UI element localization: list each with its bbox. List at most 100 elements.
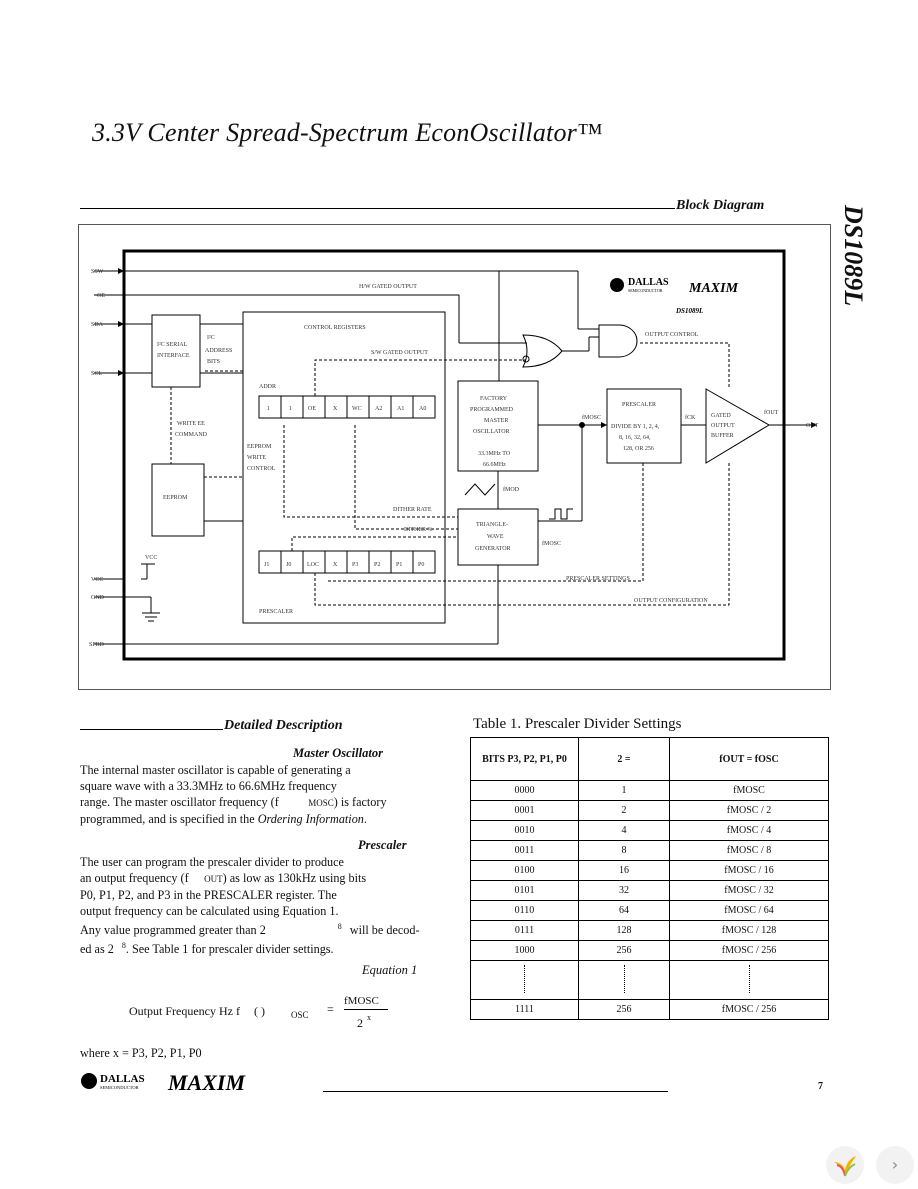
write-ee-1: WRITE EE	[177, 421, 205, 427]
table-header-row: BITS P3, P2, P1, P0 2 = fOUT = fOSC	[470, 737, 829, 781]
master-osc-paragraph: The internal master oscillator is capabl…	[80, 763, 387, 826]
dallas-logo-diagram: DALLAS SEMICONDUCTOR	[610, 277, 669, 293]
eeprom-write-1: EEPROM	[247, 444, 272, 450]
addr-label: ADDR	[259, 384, 276, 390]
page-number: 7	[818, 1081, 823, 1092]
detailed-heading: Detailed Description	[224, 718, 343, 733]
maxim-logo-diagram: MAXIM	[688, 281, 739, 296]
prescaler-paragraph: The user can program the prescaler divid…	[80, 855, 420, 957]
table-header: 2 =	[578, 737, 670, 781]
oscillator-box	[457, 380, 539, 472]
pre-bit-2: LOC	[307, 562, 319, 568]
fmod-label: fMOD	[503, 486, 520, 493]
prescaler-reg-label: PRESCALER	[259, 609, 293, 615]
footer-rule	[323, 1091, 668, 1092]
fmosc-small: fMOSC	[542, 540, 561, 547]
or-gate	[522, 334, 563, 368]
osc-line-2: PROGRAMMED	[470, 407, 514, 413]
triangle-3: GENERATOR	[475, 546, 511, 552]
where-line: where x = P3, P2, P1, P0	[80, 1046, 202, 1060]
hw-gated-label: H/W GATED OUTPUT	[359, 284, 417, 290]
equation-osc: OSC	[291, 1010, 309, 1020]
equation-numerator: fMOSC	[344, 995, 379, 1007]
chip-outline	[122, 249, 786, 661]
osc-line-1: FACTORY	[480, 396, 508, 402]
page-title: 3.3V Center Spread-Spectrum EconOscillat…	[92, 118, 603, 147]
pin-oe: OE	[97, 293, 105, 299]
vcc-label: VCC	[145, 555, 157, 561]
footer-logos: DALLAS SEMICONDUCTOR MAXIM	[80, 1070, 320, 1098]
addr-bit-7: A0	[419, 406, 426, 412]
pin-sda: SDA	[91, 322, 104, 328]
pre-bit-6: P1	[396, 562, 402, 568]
addr-bit-5: A2	[375, 406, 382, 412]
pre-bit-4: P3	[352, 562, 358, 568]
output-control-label: OUTPUT CONTROL	[645, 332, 699, 338]
i2c-addr-1: I²C	[207, 335, 215, 341]
table-header: BITS P3, P2, P1, P0	[470, 737, 579, 781]
eeprom-write-3: CONTROL	[247, 466, 276, 472]
triangle-2: WAVE	[487, 534, 504, 540]
prescaler-settings-label: PRESCALER SETTINGS	[566, 576, 630, 582]
addr-bit-1: 1	[289, 406, 292, 412]
svg-text:DALLAS: DALLAS	[628, 277, 669, 288]
addr-bit-0: 1	[267, 406, 270, 412]
svg-text:MAXIM: MAXIM	[167, 1071, 246, 1093]
viewer-overlay: ›	[818, 1142, 916, 1188]
chip-label: DS1089L	[675, 307, 703, 315]
i2c-line2: INTERFACE	[157, 353, 190, 359]
svg-text:SEMICONDUCTOR: SEMICONDUCTOR	[100, 1085, 139, 1090]
control-registers-label: CONTROL REGISTERS	[304, 325, 366, 331]
equation-paren: ( )	[254, 1004, 265, 1018]
eeprom-box	[151, 463, 205, 537]
osc-line-5: 33.3MHz TO	[478, 451, 511, 457]
addr-bit-6: A1	[397, 406, 404, 412]
prescaler-heading: Prescaler	[358, 838, 407, 852]
prescaler-box-3: 8, 16, 32, 64,	[619, 435, 651, 441]
equation-exponent: x	[367, 1013, 371, 1022]
prescaler-box-2: DIVIDE BY 1, 2, 4,	[611, 424, 660, 430]
svg-text:DALLAS: DALLAS	[100, 1073, 145, 1085]
pre-bit-1: J0	[286, 562, 291, 568]
control-registers-box	[242, 311, 446, 624]
osc-line-3: MASTER	[484, 418, 508, 424]
pre-bit-0: J1	[264, 562, 269, 568]
viewer-logo-button[interactable]	[826, 1146, 864, 1184]
i2c-box	[151, 314, 201, 388]
and-gate	[598, 324, 638, 358]
osc-line-6: 66.6MHz	[483, 462, 506, 468]
buffer-2: OUTPUT	[711, 423, 735, 429]
i2c-line1: I²C SERIAL	[157, 342, 188, 348]
dither-rate-label: DITHER RATE	[393, 507, 432, 513]
fck-label: fCK	[685, 414, 696, 421]
next-page-button[interactable]: ›	[876, 1146, 914, 1184]
prescaler-table: BITS P3, P2, P1, P0 2 = fOUT = fOSC 0000…	[470, 737, 829, 1020]
equation-left: Output Frequency Hz f	[129, 1004, 240, 1018]
table-header: fOUT = fOSC	[669, 737, 829, 781]
equation-denominator: 2	[357, 1016, 363, 1030]
fmosc-label: fMOSC	[582, 414, 601, 421]
part-number-side: DS1089L	[839, 205, 868, 307]
triangle-1: TRIANGLE-	[476, 522, 508, 528]
prescaler-box-4: 128, OR 256	[623, 446, 654, 452]
addr-bit-3: X	[333, 406, 338, 412]
pin-sprd: SPRD	[89, 642, 105, 648]
pin-vcc: VCC	[91, 577, 103, 583]
prescaler-box	[606, 388, 682, 464]
pre-bit-5: P2	[374, 562, 380, 568]
i2c-addr-2: ADDRESS	[205, 348, 232, 354]
eeprom-write-2: WRITE	[247, 455, 266, 461]
pre-bit-3: X	[333, 562, 338, 568]
master-osc-heading: Master Oscillator	[293, 746, 383, 760]
pin-scl: SCL	[91, 371, 102, 377]
